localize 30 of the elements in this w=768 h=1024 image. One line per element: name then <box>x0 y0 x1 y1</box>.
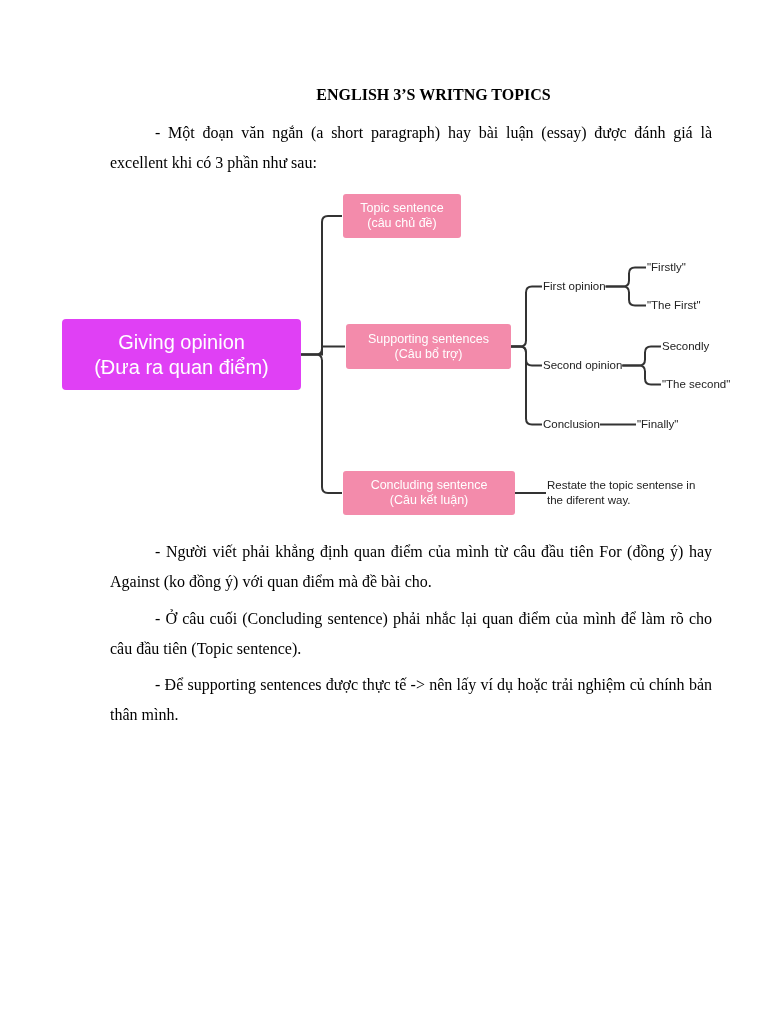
branch-label: Secondly <box>662 339 710 354</box>
branch-label: Conclusion <box>543 417 600 432</box>
topic-box <box>62 319 301 390</box>
section-box <box>343 194 461 238</box>
box-subheading: (Câu kết luận) <box>389 493 469 508</box>
branch-label: First opinion <box>543 279 606 294</box>
brace-connector <box>598 423 637 426</box>
box-heading: Supporting sentences <box>368 331 489 347</box>
brace-connector <box>514 492 547 494</box>
branch-label: "Firstly" <box>647 260 686 275</box>
body-paragraph: - Ở câu cuối (Concluding sentence) phải nhắc lại quan điểm của mình để làm rõ cho câu đầu tiên (Topic sentence). <box>110 608 712 660</box>
section-box <box>346 324 511 369</box>
page-title: ENGLISH 3’S WRITNG TOPICS <box>315 86 552 104</box>
box-heading: Concluding sentence <box>370 478 488 493</box>
box-subheading: (Câu bổ trợ) <box>394 346 463 362</box>
body-paragraph: - Một đoạn văn ngắn (a short paragraph) hay bài luận (essay) được đánh giá là excellent khi có 3 phần như sau: <box>110 123 712 174</box>
box-subheading: (Đưa ra quan điểm) <box>94 354 269 380</box>
brace-connector <box>300 353 343 494</box>
brace-connector <box>604 285 647 307</box>
body-paragraph: - Để supporting sentences được thực tế -> nên lấy ví dụ hoặc trải nghiệm củ chính bản thân mình. <box>110 675 712 725</box>
box-subheading: (câu chủ đề) <box>367 216 437 231</box>
box-heading: Giving opinion <box>118 329 245 355</box>
box-heading: Topic sentence <box>360 201 444 216</box>
branch-label: Second opinion <box>543 358 623 373</box>
section-box <box>343 471 515 515</box>
branch-label: "Finally" <box>637 417 679 432</box>
branch-label: "The second" <box>662 377 731 392</box>
branch-label: "The First" <box>647 298 701 313</box>
body-paragraph: - Người viết phải khẳng định quan điểm của mình từ câu đầu tiên For (đồng ý) hay Against (ko đồng ý) với quan điểm mà đề bài cho. <box>110 542 712 593</box>
note-text: Restate the topic sentense in the diferent way. <box>547 478 712 508</box>
